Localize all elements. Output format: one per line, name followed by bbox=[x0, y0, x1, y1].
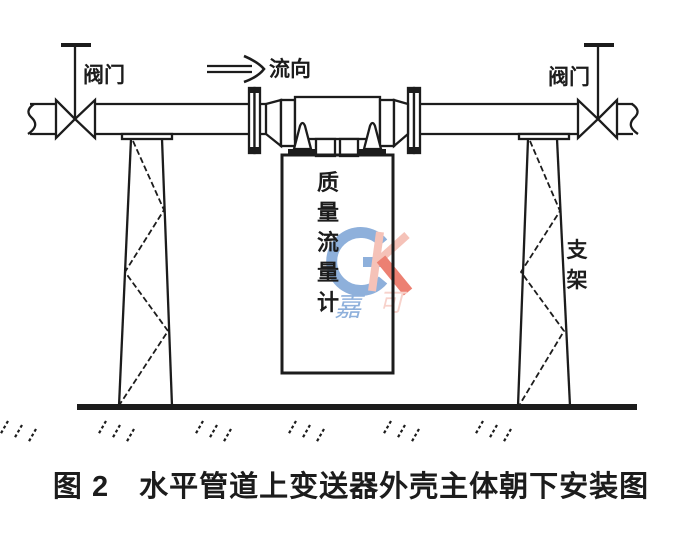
support-left bbox=[117, 132, 174, 407]
watermark-g-arc bbox=[326, 227, 388, 296]
pipe-right-break bbox=[629, 103, 639, 135]
flange-left bbox=[247, 86, 262, 155]
svg-text:量: 量 bbox=[317, 200, 339, 225]
watermark-k-stem bbox=[368, 231, 384, 292]
pipe-right-run bbox=[420, 102, 578, 136]
svg-text:质: 质 bbox=[317, 170, 339, 195]
flow-direction-label: 流向 bbox=[269, 57, 311, 81]
svg-text:支: 支 bbox=[567, 239, 589, 262]
sensor-base-right bbox=[358, 149, 386, 156]
svg-text:架: 架 bbox=[567, 269, 588, 292]
flow-arrow-head bbox=[243, 54, 266, 84]
valve-right-body2 bbox=[596, 97, 619, 141]
pipe-right-stub bbox=[617, 102, 633, 136]
flow-arrow bbox=[207, 54, 266, 84]
watermark-char-left: 嘉 bbox=[335, 292, 366, 322]
sensor-underpanel-right bbox=[338, 137, 360, 158]
support-right-bracing bbox=[519, 140, 566, 405]
support-right-cap bbox=[517, 132, 571, 141]
pipe-left-run bbox=[95, 102, 249, 136]
valve-left-body bbox=[54, 97, 77, 141]
svg-text:计: 计 bbox=[317, 290, 339, 315]
sensor-base-left bbox=[288, 149, 316, 156]
support-right bbox=[516, 132, 572, 407]
valve-left-body2 bbox=[73, 97, 97, 141]
valve-left-label: 阀门 bbox=[83, 63, 125, 87]
support-left-bracing bbox=[119, 140, 170, 405]
ground-hatching bbox=[0, 419, 513, 445]
meter-label: 质 量 流 量 计 bbox=[317, 170, 339, 315]
svg-text:流: 流 bbox=[317, 230, 339, 255]
sensor-underpanel-left bbox=[314, 137, 337, 158]
watermark-logo: 嘉 可 bbox=[326, 227, 413, 322]
support-left-cap bbox=[120, 132, 174, 141]
hatch-group bbox=[0, 420, 37, 444]
transmitter-box bbox=[280, 153, 395, 375]
pipe-left-break bbox=[27, 103, 37, 135]
svg-text:量: 量 bbox=[317, 260, 339, 285]
valve-right-body bbox=[576, 97, 600, 141]
figure-caption: 图 2 水平管道上变送器外壳主体朝下安装图 bbox=[53, 469, 649, 503]
sensor-body bbox=[260, 95, 410, 158]
valve-left bbox=[54, 43, 97, 141]
support-label: 支 架 bbox=[567, 239, 589, 292]
sensor-cone-left bbox=[292, 121, 313, 151]
valve-right bbox=[576, 43, 619, 141]
valve-right-label: 阀门 bbox=[548, 65, 590, 89]
pipe-left-stub bbox=[30, 102, 56, 136]
sensor-cone-right bbox=[362, 121, 383, 151]
